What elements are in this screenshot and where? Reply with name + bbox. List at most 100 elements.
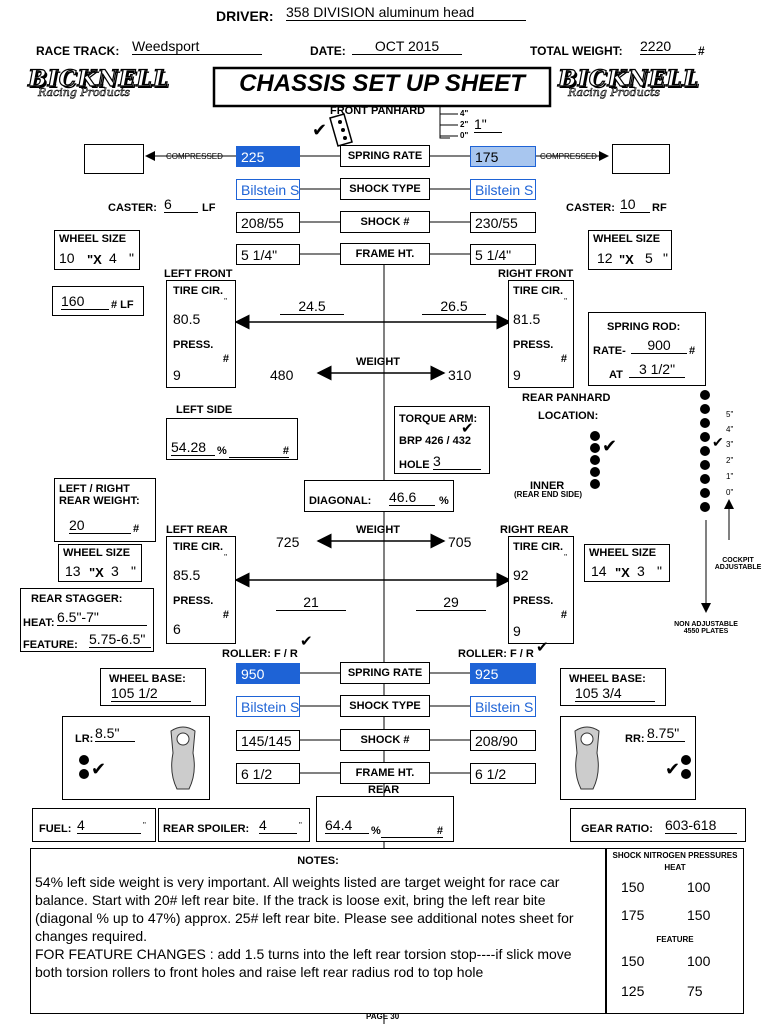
rr-shock-type-field[interactable]: Bilstein S: [470, 696, 536, 717]
driver-field[interactable]: 358 DIVISION aluminum head: [286, 4, 526, 21]
nitrogen-feature-r2-c2[interactable]: 75: [687, 983, 703, 999]
lf-shock-type-field[interactable]: Bilstein S: [236, 179, 300, 200]
nitrogen-heat-r2-c1[interactable]: 175: [621, 907, 645, 923]
rear-spoiler-box[interactable]: REAR SPOILER: 4 ": [158, 808, 310, 842]
nitrogen-feature-r1-c1[interactable]: 150: [621, 953, 645, 969]
rf-wheel-size-box[interactable]: WHEEL SIZE 12 "X 5 ": [588, 230, 672, 270]
radius-hole-dot[interactable]: [79, 769, 89, 779]
lr-shock-num-field[interactable]: 145/145: [236, 730, 300, 751]
rear-track-left-field[interactable]: 21: [276, 594, 346, 611]
rf-frame-ht-field[interactable]: 5 1/4": [470, 244, 536, 265]
lf-tire-box[interactable]: TIRE CIR. " 80.5 PRESS. # 9: [166, 280, 236, 388]
radius-hole-dot[interactable]: [681, 755, 691, 765]
panhard-hole-dot[interactable]: [700, 474, 710, 484]
panhard-hole-dot[interactable]: [700, 404, 710, 414]
lr-wheel-size-box[interactable]: WHEEL SIZE 13 "X 3 ": [58, 544, 142, 582]
nitrogen-heat-r2-c2[interactable]: 150: [687, 907, 711, 923]
lr-spring-rate-field[interactable]: 950: [236, 663, 300, 684]
lf-wheel-size-a: 10: [59, 250, 75, 266]
race-track-field[interactable]: Weedsport: [132, 38, 262, 55]
inner-label: INNER: [530, 480, 565, 492]
front-weight-right[interactable]: 310: [448, 367, 472, 383]
shock-num-label: SHOCK #: [340, 211, 430, 233]
lr-frame-ht-field[interactable]: 6 1/2: [236, 763, 300, 784]
rr-tire-box[interactable]: TIRE CIR. " 92 PRESS. # 9: [508, 536, 574, 644]
rr-spring-rate-field[interactable]: 925: [470, 663, 536, 684]
lr-radius-box[interactable]: LR: 8.5" ✔: [62, 716, 210, 800]
rr-radius-box[interactable]: RR: 8.75" ✔: [560, 716, 696, 800]
heat-label: HEAT:: [23, 617, 55, 629]
front-weight-left[interactable]: 480: [270, 367, 294, 383]
caster-rf-field[interactable]: 10: [620, 196, 650, 213]
rear-pct-box[interactable]: 64.4 % #: [316, 796, 454, 842]
rf-shock-type-field[interactable]: Bilstein S: [470, 179, 536, 200]
lr-tire-box[interactable]: TIRE CIR. " 85.5 PRESS. # 6: [166, 536, 236, 644]
nitrogen-heat-r1-c2[interactable]: 100: [687, 879, 711, 895]
date-field[interactable]: OCT 2015: [352, 38, 462, 55]
lr-wheel-x: "X: [89, 565, 104, 580]
lr-rear-weight-box[interactable]: LEFT / RIGHT REAR WEIGHT: 20 #: [54, 478, 156, 542]
panhard-hole-dot[interactable]: [700, 432, 710, 442]
radius-hole-dot[interactable]: [681, 769, 691, 779]
panhard-hole-dot[interactable]: [700, 488, 710, 498]
rr-wheel-size-box[interactable]: WHEEL SIZE 14 "X 3 ": [584, 544, 670, 582]
lf-wheel-size-b: 4: [109, 250, 117, 266]
page-number: PAGE 30: [366, 1012, 400, 1021]
panhard-hole-dot[interactable]: [700, 460, 710, 470]
nitrogen-feature-r2-c1[interactable]: 125: [621, 983, 645, 999]
lf-frame-ht-field[interactable]: 5 1/4": [236, 244, 300, 265]
radius-hole-dot[interactable]: [79, 755, 89, 765]
lf-weight-box[interactable]: 160 # LF: [52, 286, 144, 316]
frame-ht-label: FRAME HT.: [340, 243, 430, 265]
rear-stagger-box[interactable]: REAR STAGGER: HEAT: 6.5"-7" FEATURE: 5.7…: [20, 588, 154, 652]
panhard-hole-dot[interactable]: [700, 446, 710, 456]
total-weight-field[interactable]: 2220: [640, 38, 696, 55]
spring-rod-box[interactable]: SPRING ROD: RATE- 900 # AT 3 1/2": [588, 312, 706, 386]
fuel-box[interactable]: FUEL: 4 ": [32, 808, 156, 842]
caster-lf-field[interactable]: 6: [164, 196, 198, 213]
lr-press-value: 6: [173, 621, 181, 637]
panhard-hole-dot[interactable]: [590, 455, 600, 465]
bicknell-logo-right: BICKNELL Racing Products: [557, 65, 700, 99]
rr-tire-inch: ": [564, 553, 567, 562]
nitrogen-feature-r1-c2[interactable]: 100: [687, 953, 711, 969]
notes-title: NOTES:: [297, 855, 339, 867]
left-side-box[interactable]: 54.28 % #: [166, 418, 298, 460]
rf-shock-num-field[interactable]: 230/55: [470, 212, 536, 233]
front-track-right-field[interactable]: 26.5: [422, 298, 486, 315]
rf-compressed-box[interactable]: [612, 144, 670, 174]
nitrogen-pressures-box[interactable]: SHOCK NITROGEN PRESSURES HEAT 150 100 17…: [606, 848, 744, 1014]
panhard-hole-dot[interactable]: [590, 443, 600, 453]
lf-wheel-size-box[interactable]: WHEEL SIZE 10 "X 4 ": [54, 230, 140, 270]
front-track-left-field[interactable]: 24.5: [280, 298, 344, 315]
rear-track-right-field[interactable]: 29: [416, 594, 486, 611]
torque-arm-model: BRP 426 / 432: [399, 435, 471, 447]
front-panhard-field[interactable]: 1": [474, 116, 502, 133]
rr-shock-num-field[interactable]: 208/90: [470, 730, 536, 751]
lr-shock-type-field[interactable]: Bilstein S: [236, 696, 300, 717]
lf-spring-rate-field[interactable]: 225: [236, 146, 300, 167]
gear-ratio-box[interactable]: GEAR RATIO: 603-618: [570, 808, 746, 842]
panhard-hole-dot[interactable]: [700, 390, 710, 400]
lf-shock-num-field[interactable]: 208/55: [236, 212, 300, 233]
nitrogen-heat-r1-c1[interactable]: 150: [621, 879, 645, 895]
non-adjustable-label: NON ADJUSTABLE 4550 PLATES: [674, 621, 738, 635]
panhard-hole-dot[interactable]: [590, 467, 600, 477]
lf-compressed-box[interactable]: [84, 144, 144, 174]
rear-weight-left[interactable]: 725: [276, 534, 300, 550]
panhard-hole-dot[interactable]: [700, 502, 710, 512]
rf-tire-box[interactable]: TIRE CIR. " 81.5 PRESS. # 9: [508, 280, 574, 388]
rear-weight-right[interactable]: 705: [448, 534, 472, 550]
date-label: DATE:: [310, 44, 346, 58]
panhard-hole-dot[interactable]: [590, 431, 600, 441]
torque-arm-box[interactable]: TORQUE ARM: ✔ BRP 426 / 432 HOLE 3: [394, 406, 490, 474]
rf-spring-rate-field[interactable]: 175: [470, 146, 536, 167]
panhard-hole-dot[interactable]: [590, 479, 600, 489]
diagonal-box[interactable]: DIAGONAL: 46.6 %: [304, 480, 454, 512]
rr-radius-value: 8.75": [647, 725, 685, 742]
notes-box[interactable]: NOTES: 54% left side weight is very impo…: [30, 848, 606, 1014]
rr-frame-ht-field[interactable]: 6 1/2: [470, 763, 536, 784]
panhard-hole-dot[interactable]: [700, 418, 710, 428]
wheel-base-right-box[interactable]: WHEEL BASE: 105 3/4: [560, 668, 666, 706]
wheel-base-left-box[interactable]: WHEEL BASE: 105 1/2: [100, 668, 206, 706]
